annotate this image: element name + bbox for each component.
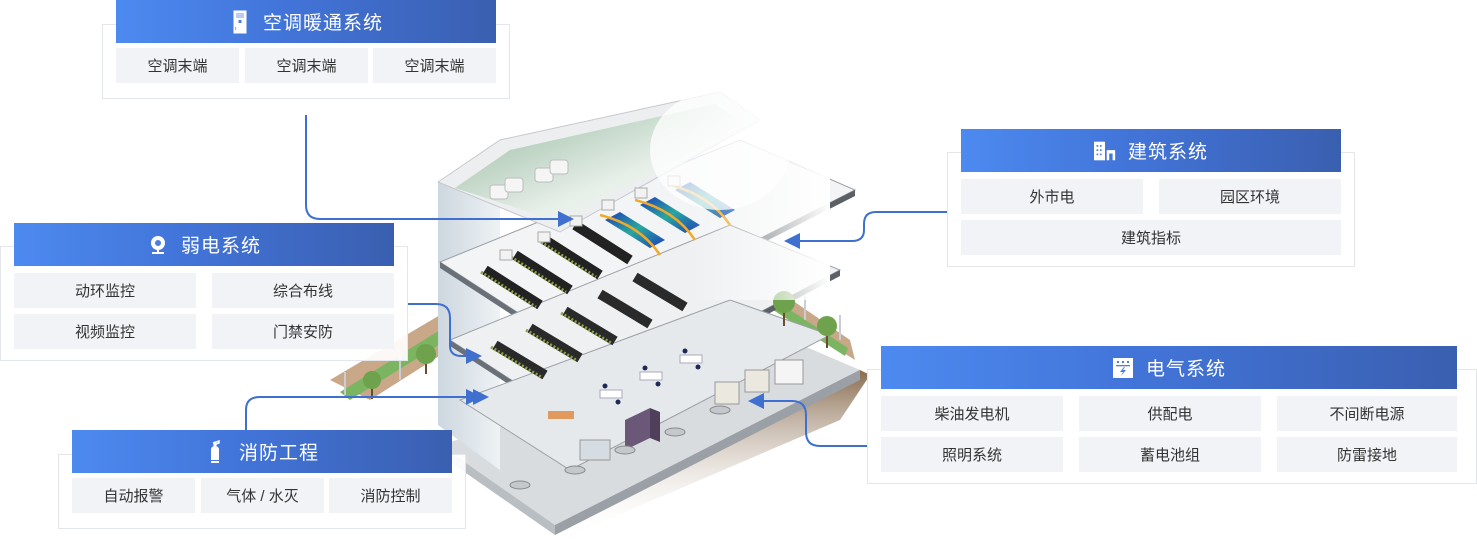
item-diesel-generator[interactable]: 柴油发电机 xyxy=(881,396,1063,431)
item-video-surveillance[interactable]: 视频监控 xyxy=(14,314,196,349)
item-ac-terminal-2[interactable]: 空调末端 xyxy=(245,48,368,83)
item-ac-terminal-1[interactable]: 空调末端 xyxy=(116,48,239,83)
panel-header: 建筑系统 xyxy=(961,129,1341,172)
panel-title: 空调暖通系统 xyxy=(262,13,383,34)
panel-header: 电气系统 xyxy=(881,346,1457,389)
item-gas-water-extinguishing[interactable]: 气体 / 水灭 xyxy=(201,478,324,513)
item-campus-environment[interactable]: 园区环境 xyxy=(1159,179,1341,214)
item-utility-power[interactable]: 外市电 xyxy=(961,179,1143,214)
item-building-indicators[interactable]: 建筑指标 xyxy=(961,220,1341,255)
panel-header: 弱电系统 xyxy=(14,223,394,266)
item-power-supply-distribution[interactable]: 供配电 xyxy=(1079,396,1261,431)
item-access-control[interactable]: 门禁安防 xyxy=(212,314,394,349)
power-distribution-icon xyxy=(1112,356,1134,380)
panel-title: 电气系统 xyxy=(1145,359,1226,380)
item-structured-cabling[interactable]: 综合布线 xyxy=(212,273,394,308)
panel-title: 弱电系统 xyxy=(180,236,261,257)
panel-title: 建筑系统 xyxy=(1127,142,1208,163)
item-ac-terminal-3[interactable]: 空调末端 xyxy=(373,48,496,83)
item-ups[interactable]: 不间断电源 xyxy=(1277,396,1457,431)
item-lighting-system[interactable]: 照明系统 xyxy=(881,437,1063,472)
item-fire-control[interactable]: 消防控制 xyxy=(329,478,452,513)
building-icon xyxy=(1093,139,1116,163)
fire-extinguisher-icon xyxy=(205,439,227,464)
item-environment-monitoring[interactable]: 动环监控 xyxy=(14,273,196,308)
panel-header: 消防工程 xyxy=(72,430,452,473)
item-lightning-protection-grounding[interactable]: 防雷接地 xyxy=(1277,437,1457,472)
air-conditioner-icon xyxy=(229,10,251,34)
item-automatic-alarm[interactable]: 自动报警 xyxy=(72,478,195,513)
panel-title: 消防工程 xyxy=(238,443,319,464)
item-battery-bank[interactable]: 蓄电池组 xyxy=(1079,437,1261,472)
panel-header: 空调暖通系统 xyxy=(116,0,496,43)
webcam-icon xyxy=(147,233,169,257)
